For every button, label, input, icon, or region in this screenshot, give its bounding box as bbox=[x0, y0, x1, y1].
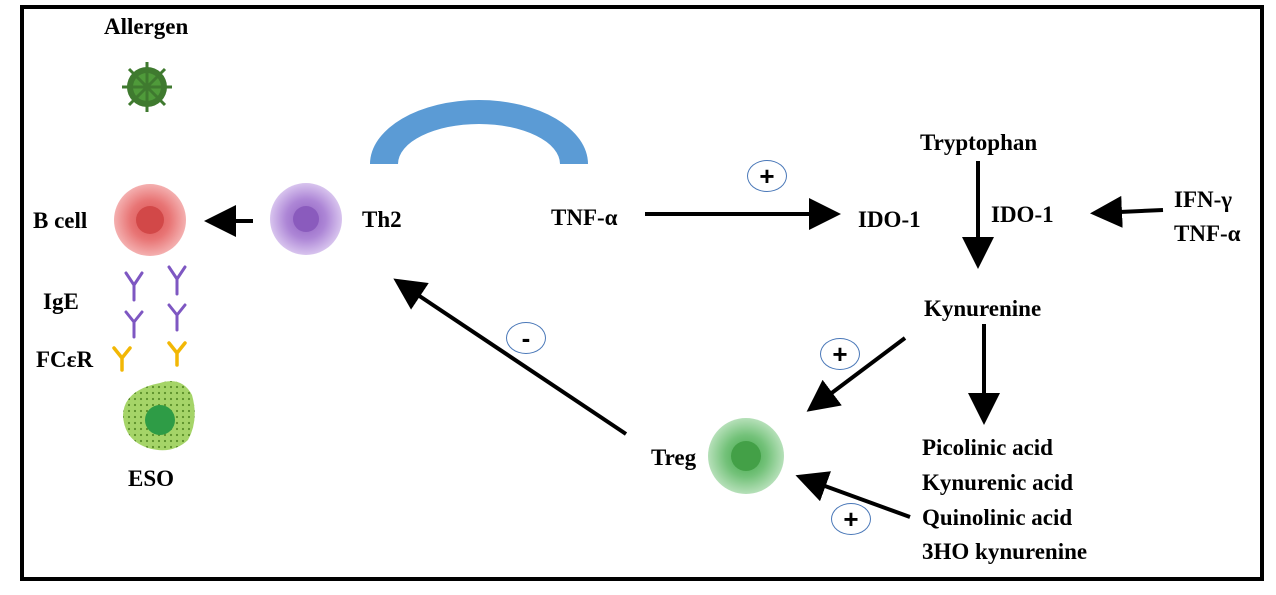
arrow-metabolites-to-treg bbox=[795, 471, 911, 519]
th2-cell-nucleus bbox=[293, 206, 319, 232]
arrow-kynurenine-to-treg bbox=[806, 336, 907, 412]
eosinophil-icon bbox=[123, 381, 195, 451]
label-th2: Th2 bbox=[362, 207, 402, 232]
plus-sign-kynurenine-treg: + bbox=[820, 338, 860, 370]
allergen-icon bbox=[122, 62, 172, 112]
arrow-treg-to-th2 bbox=[393, 278, 628, 436]
label-picolinic-acid: Picolinic acid bbox=[922, 435, 1053, 460]
plus-sign-tnf-ido: + bbox=[747, 160, 787, 192]
treg-cell-nucleus bbox=[731, 441, 761, 471]
label-allergen: Allergen bbox=[104, 14, 189, 39]
label-quinolinic-acid: Quinolinic acid bbox=[922, 505, 1073, 530]
interaction-arc bbox=[370, 100, 588, 164]
fcer-receptor-icons bbox=[112, 341, 187, 372]
label-eso: ESO bbox=[128, 466, 175, 491]
label-ige: IgE bbox=[43, 289, 79, 314]
label-kynurenic-acid: Kynurenic acid bbox=[922, 470, 1074, 495]
ige-antibody-icons bbox=[124, 265, 187, 339]
label-tryptophan: Tryptophan bbox=[920, 130, 1038, 155]
label-fcer: FCεR bbox=[36, 347, 94, 372]
label-treg: Treg bbox=[651, 445, 697, 470]
arrow-ifn-to-ido bbox=[1090, 195, 1164, 228]
label-b-cell: B cell bbox=[33, 208, 88, 233]
label-ido1-left: IDO-1 bbox=[858, 207, 921, 232]
label-ifn-gamma: IFN-γ bbox=[1174, 187, 1233, 212]
minus-sign-treg-th2: - bbox=[506, 322, 546, 354]
diagram-frame bbox=[20, 5, 1264, 581]
label-tnf-alpha-right: TNF-α bbox=[1174, 221, 1241, 246]
label-ido1-right: IDO-1 bbox=[991, 202, 1054, 227]
b-cell-nucleus bbox=[136, 206, 164, 234]
label-tnf-alpha-left: TNF-α bbox=[551, 205, 618, 230]
plus-sign-metabolites-treg: + bbox=[831, 503, 871, 535]
label-kynurenine: Kynurenine bbox=[924, 296, 1042, 321]
label-3ho-kynurenine: 3HO kynurenine bbox=[922, 539, 1088, 564]
